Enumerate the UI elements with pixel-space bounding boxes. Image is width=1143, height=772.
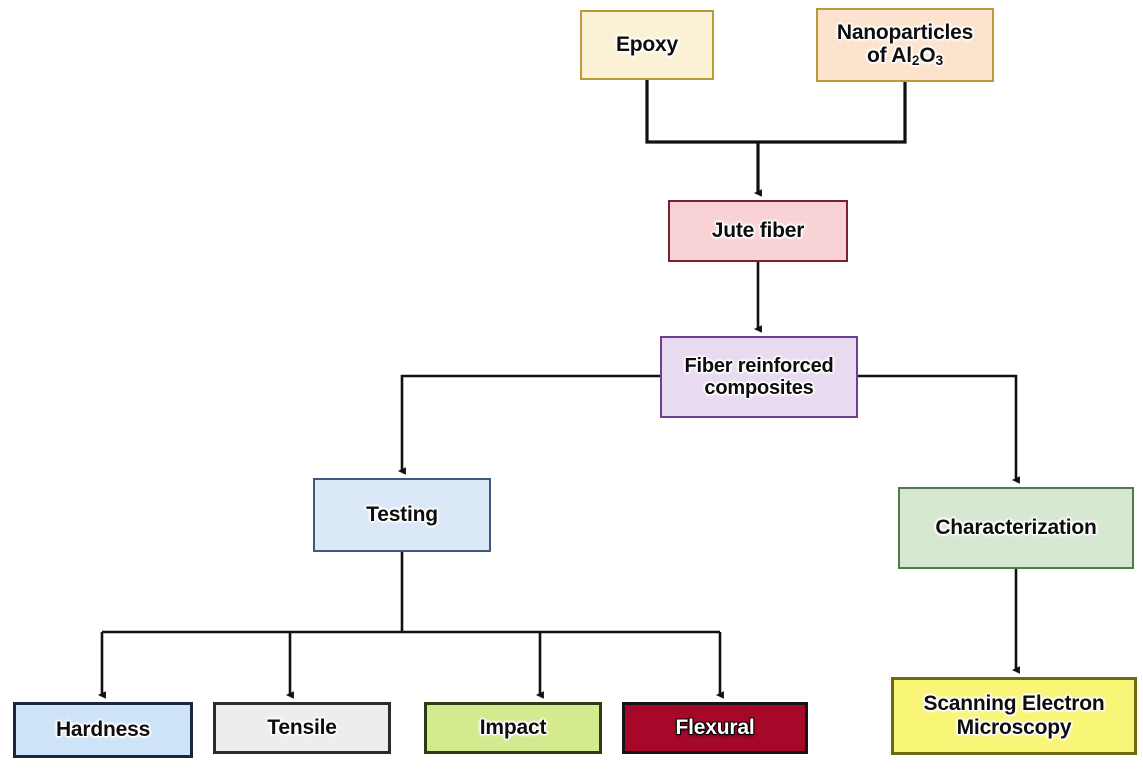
node-tensile-label: Tensile (267, 716, 337, 740)
node-epoxy[interactable]: Epoxy (580, 10, 714, 80)
connector-epoxy-to-merge (645, 80, 758, 144)
node-jute-fiber[interactable]: Jute fiber (668, 200, 848, 262)
node-hardness-label: Hardness (55, 718, 151, 742)
node-impact[interactable]: Impact (424, 702, 602, 754)
node-flexural[interactable]: Flexural (622, 702, 808, 754)
connector-nanoparticles-to-merge (758, 82, 907, 144)
node-characterization-label: Characterization (935, 516, 1097, 540)
node-flexural-label: Flexural (675, 716, 755, 740)
connector-composites-to-testing (397, 374, 660, 475)
node-testing[interactable]: Testing (313, 478, 491, 552)
node-epoxy-label: Epoxy (615, 33, 679, 57)
node-testing-label: Testing (366, 503, 438, 527)
node-tensile[interactable]: Tensile (213, 702, 391, 754)
node-jute-fiber-label: Jute fiber (711, 219, 805, 243)
node-characterization[interactable]: Characterization (898, 487, 1134, 569)
connector-composites-to-characterization (858, 374, 1020, 484)
node-hardness[interactable]: Hardness (13, 702, 193, 758)
node-impact-label: Impact (479, 716, 547, 740)
